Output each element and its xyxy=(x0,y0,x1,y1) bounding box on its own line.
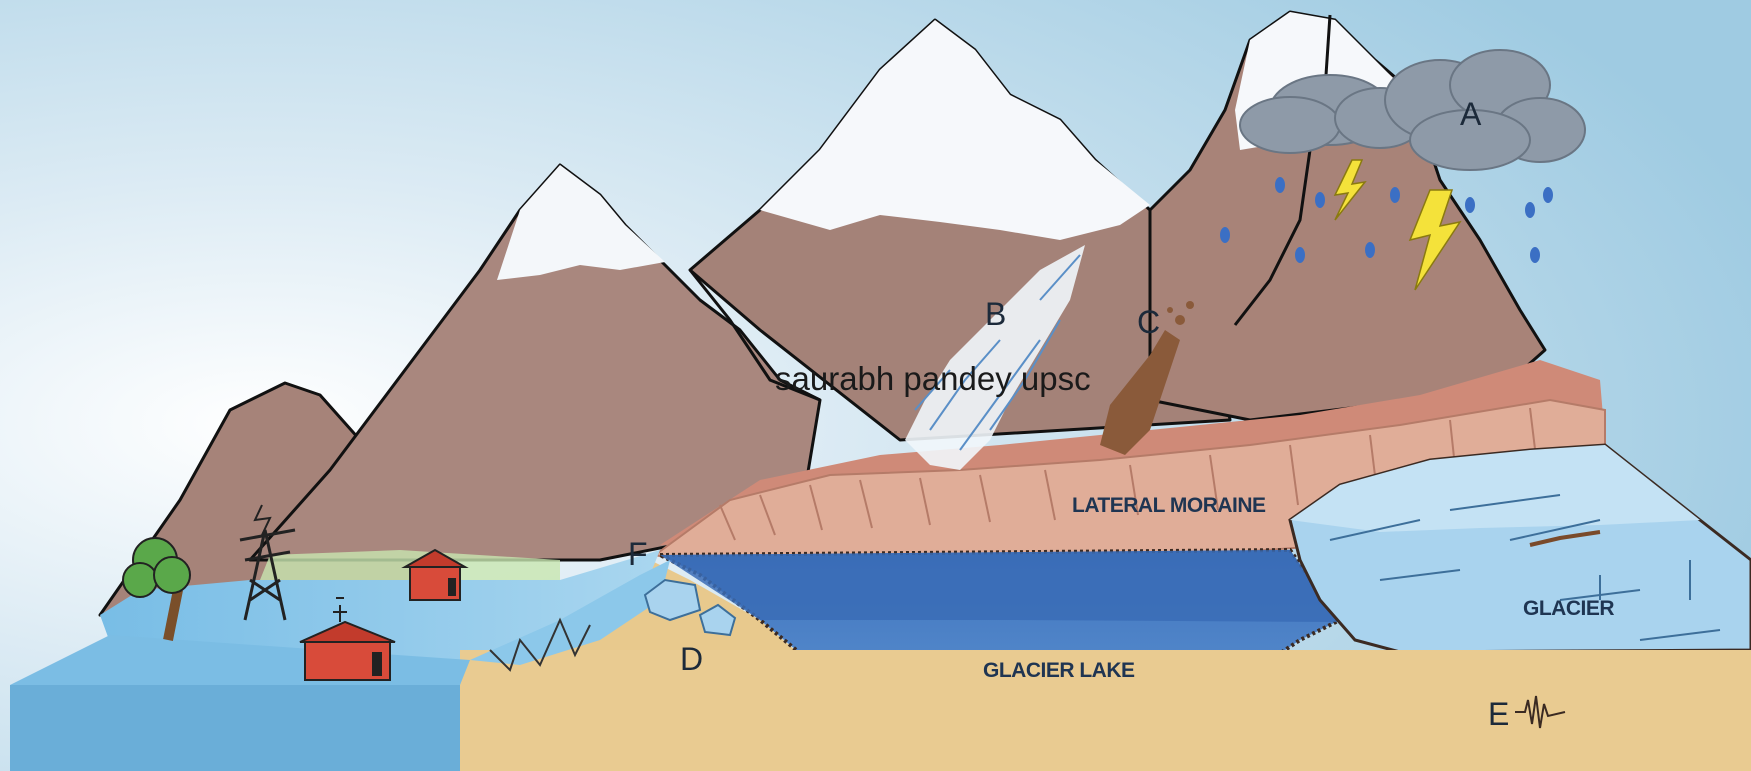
watermark-text: saurabh pandey upsc xyxy=(775,360,1091,397)
marker-f: F xyxy=(628,536,648,572)
glacier-label: GLACIER xyxy=(1523,597,1614,620)
marker-c: C xyxy=(1137,304,1160,340)
lake-surface xyxy=(660,550,1340,622)
marker-d: D xyxy=(680,641,703,677)
front-water-block xyxy=(10,685,460,771)
marker-e: E xyxy=(1488,696,1509,732)
marker-a: A xyxy=(1460,96,1482,132)
marker-b: B xyxy=(985,296,1006,332)
lateral-moraine-label: LATERAL MORAINE xyxy=(1072,494,1266,517)
glacier-lake-label: GLACIER LAKE xyxy=(983,659,1135,682)
